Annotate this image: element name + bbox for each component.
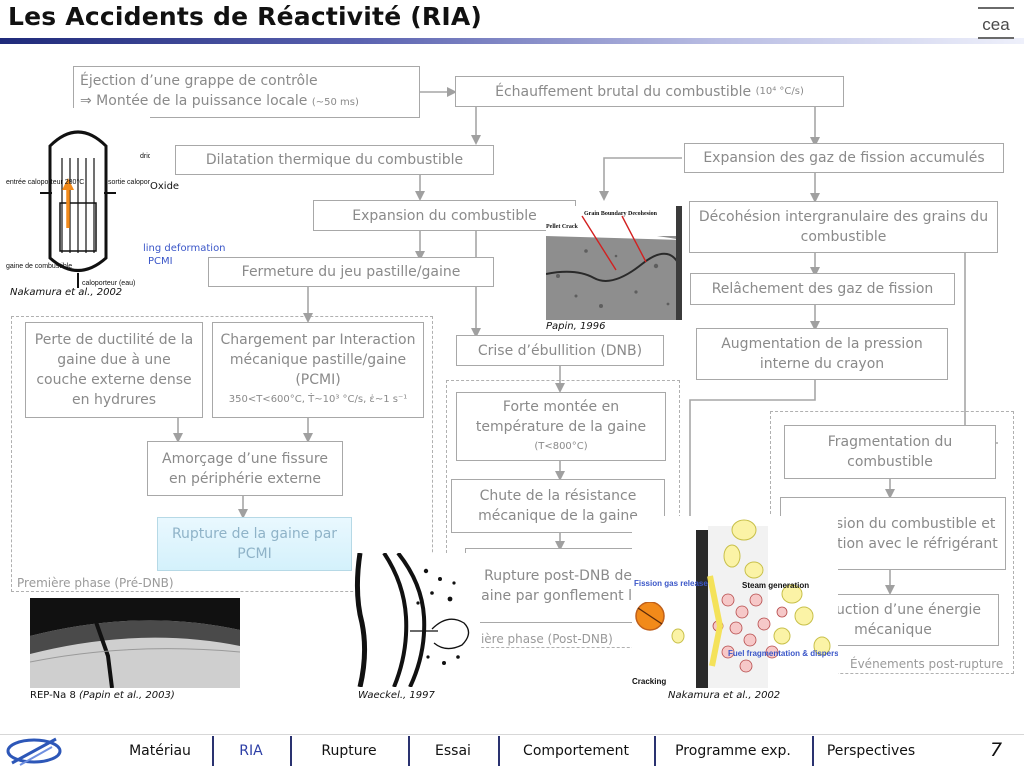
label-fission-gas: Fission gas release bbox=[634, 579, 708, 588]
label-cracking: Cracking bbox=[632, 677, 666, 686]
dispersion-text: Dispersion du combustible et interaction… bbox=[788, 515, 998, 552]
nav-ria[interactable]: RIA bbox=[239, 743, 263, 759]
reactor-vessel-figure: entrée caloporteur 280°C sortie caloport… bbox=[0, 108, 150, 298]
caption-nakamura-top: Nakamura et al., 2002 bbox=[10, 287, 122, 298]
rupture-pcmi-text: Rupture de la gaine par PCMI bbox=[171, 526, 338, 562]
grain-boundary-micrograph: Pellet Crack Grain Boundary Decohesion bbox=[546, 206, 682, 320]
nav-materiau[interactable]: Matériau bbox=[129, 743, 191, 759]
label-sortie: sortie caloporteur 320°C bbox=[108, 178, 150, 186]
nav-separator bbox=[812, 736, 814, 766]
nav-perspectives[interactable]: Perspectives bbox=[826, 743, 916, 759]
amorcage-text: Amorçage d’une fissure en périphérie ext… bbox=[162, 450, 328, 487]
caption-papin-1996: Papin, 1996 bbox=[546, 321, 605, 332]
label-steam: Steam generation bbox=[742, 581, 809, 590]
chute-text: Chute de la résistance mécanique de la g… bbox=[478, 488, 638, 524]
dilatation-text: Dilatation thermique du combustible bbox=[205, 152, 464, 168]
nav-separator bbox=[408, 736, 410, 766]
box-expansion-combustible: Expansion du combustible bbox=[313, 200, 576, 231]
echauffement-sub: (10⁴ °C/s) bbox=[755, 85, 804, 97]
forte-montee-text: Forte montée en température de la gaine bbox=[475, 398, 647, 435]
box-rupture-pcmi: Rupture de la gaine par PCMI bbox=[157, 517, 352, 571]
box-expansion-gaz: Expansion des gaz de fission accumulés bbox=[684, 143, 1004, 173]
caption-waeckel-text: Waeckel., 1997 bbox=[358, 690, 435, 701]
caption-papin-1996-text: Papin, 1996 bbox=[546, 321, 606, 332]
relachement-text: Relâchement des gaz de fission bbox=[711, 281, 934, 297]
production-text: Production d’une énergie mécanique bbox=[804, 602, 982, 638]
forte-montee-sub: (T<800°C) bbox=[534, 440, 588, 452]
phase-pre-dnb-label: Première phase (Pré-DNB) bbox=[17, 576, 174, 590]
box-dilatation: Dilatation thermique du combustible bbox=[175, 145, 494, 175]
expansion-comb-text: Expansion du combustible bbox=[352, 207, 537, 224]
expansion-gaz-text: Expansion des gaz de fission accumulés bbox=[703, 150, 985, 166]
fermeture-text: Fermeture du jeu pastille/gaine bbox=[241, 264, 461, 280]
box-augmentation: Augmentation de la pression interne du c… bbox=[696, 328, 948, 380]
box-amorcage: Amorçage d’une fissure en périphérie ext… bbox=[147, 441, 343, 496]
logo-text: cea bbox=[982, 15, 1010, 34]
caption-rep-na8: REP-Na 8 (Papin et al., 2003) bbox=[30, 690, 175, 701]
perte-ductilite-text: Perte de ductilité de la gaine due à une… bbox=[34, 332, 194, 408]
label-grain-boundary: Grain Boundary Decohesion bbox=[584, 211, 658, 217]
ejection-line2-sub: (~50 ms) bbox=[311, 97, 359, 108]
crise-text: Crise d’ébullition (DNB) bbox=[477, 342, 643, 359]
box-chargement: Chargement par Interaction mécanique pas… bbox=[212, 322, 424, 418]
nav-separator bbox=[498, 736, 500, 766]
chargement-sub: 350<T<600°C, Ṫ~10³ °C/s, ε̇~1 s⁻¹ bbox=[228, 394, 408, 405]
cea-logo: cea bbox=[978, 7, 1014, 39]
nav-separator bbox=[212, 736, 214, 766]
ballooning-cladding-sketch bbox=[354, 553, 480, 687]
ejection-line2: ⇒ Montée de la puissance locale bbox=[80, 93, 308, 109]
box-fragmentation: Fragmentation du combustible bbox=[784, 425, 996, 479]
phase-pre-dnb bbox=[11, 316, 433, 592]
label-gaine: gaine de combustible bbox=[6, 263, 72, 270]
caption-nakamura-top-text: Nakamura et al., 2002 bbox=[10, 287, 123, 298]
caption-waeckel: Waeckel., 1997 bbox=[358, 690, 435, 701]
phase-post-rupture-label: Événements post-rupture bbox=[850, 657, 1004, 671]
echauffement-text: Échauffement brutal du combustible bbox=[495, 83, 752, 100]
footer-bar bbox=[0, 734, 1024, 769]
nav-essai[interactable]: Essai bbox=[435, 743, 471, 759]
label-fuel-frag: Fuel fragmentation & dispersal bbox=[728, 649, 838, 658]
box-forte-montee: Forte montée en température de la gaine … bbox=[456, 392, 666, 461]
box-echauffement: Échauffement brutal du combustible (10⁴ … bbox=[455, 76, 844, 107]
cladding-crack-photo bbox=[30, 598, 240, 688]
caption-nakamura-bottom: Nakamura et al., 2002 bbox=[668, 690, 780, 701]
caption-nakamura-bottom-text: Nakamura et al., 2002 bbox=[668, 690, 781, 701]
ejection-line1: Éjection d’une grappe de contrôle bbox=[80, 73, 318, 89]
rupture-dnb-text: Rupture post-DNB de la gaine par gonflem… bbox=[472, 567, 661, 604]
label-entree: entrée caloporteur 280°C bbox=[6, 178, 84, 186]
footer-logo-icon bbox=[6, 737, 62, 766]
fragmentation-text: Fragmentation du combustible bbox=[827, 434, 953, 470]
nav-separator bbox=[654, 736, 656, 766]
label-pcmi-fig: PCMI bbox=[148, 256, 173, 267]
nav-rupture[interactable]: Rupture bbox=[321, 743, 377, 759]
box-crise: Crise d’ébullition (DNB) bbox=[456, 335, 664, 366]
label-caloporteur: caloporteur (eau) bbox=[82, 280, 135, 287]
phase-post-dnb bbox=[446, 380, 680, 648]
label-hydrides: drides bbox=[140, 153, 150, 160]
caption-rep-ref: (Papin et al., 2003) bbox=[79, 690, 175, 701]
box-fermeture: Fermeture du jeu pastille/gaine bbox=[208, 257, 494, 287]
phase-post-dnb-label: Dernière phase (Post-DNB) bbox=[452, 632, 613, 646]
box-chute: Chute de la résistance mécanique de la g… bbox=[451, 479, 665, 533]
nav-comportement[interactable]: Comportement bbox=[523, 743, 629, 759]
fuel-dispersal-figure: Fission gas release Steam generation Fue… bbox=[632, 516, 838, 688]
box-relachement: Relâchement des gaz de fission bbox=[690, 273, 955, 305]
label-ling-deformation: ling deformation bbox=[143, 243, 226, 254]
decohesion-text: Décohésion intergranulaire des grains du… bbox=[698, 209, 989, 245]
chargement-text: Chargement par Interaction mécanique pas… bbox=[220, 332, 416, 388]
nav-separator bbox=[290, 736, 292, 766]
caption-rep-prefix: REP-Na 8 bbox=[30, 690, 80, 701]
augmentation-text: Augmentation de la pression interne du c… bbox=[721, 336, 923, 372]
label-oxide: Oxide bbox=[150, 181, 180, 192]
title-bar bbox=[0, 38, 1024, 44]
nav-programme-exp[interactable]: Programme exp. bbox=[675, 743, 791, 759]
label-pellet-crack: Pellet Crack bbox=[546, 224, 578, 230]
page-title: Les Accidents de Réactivité (RIA) bbox=[8, 2, 483, 31]
page-number: 7 bbox=[990, 739, 1003, 761]
box-perte-ductilite: Perte de ductilité de la gaine due à une… bbox=[25, 322, 203, 418]
box-decohesion: Décohésion intergranulaire des grains du… bbox=[689, 201, 998, 253]
